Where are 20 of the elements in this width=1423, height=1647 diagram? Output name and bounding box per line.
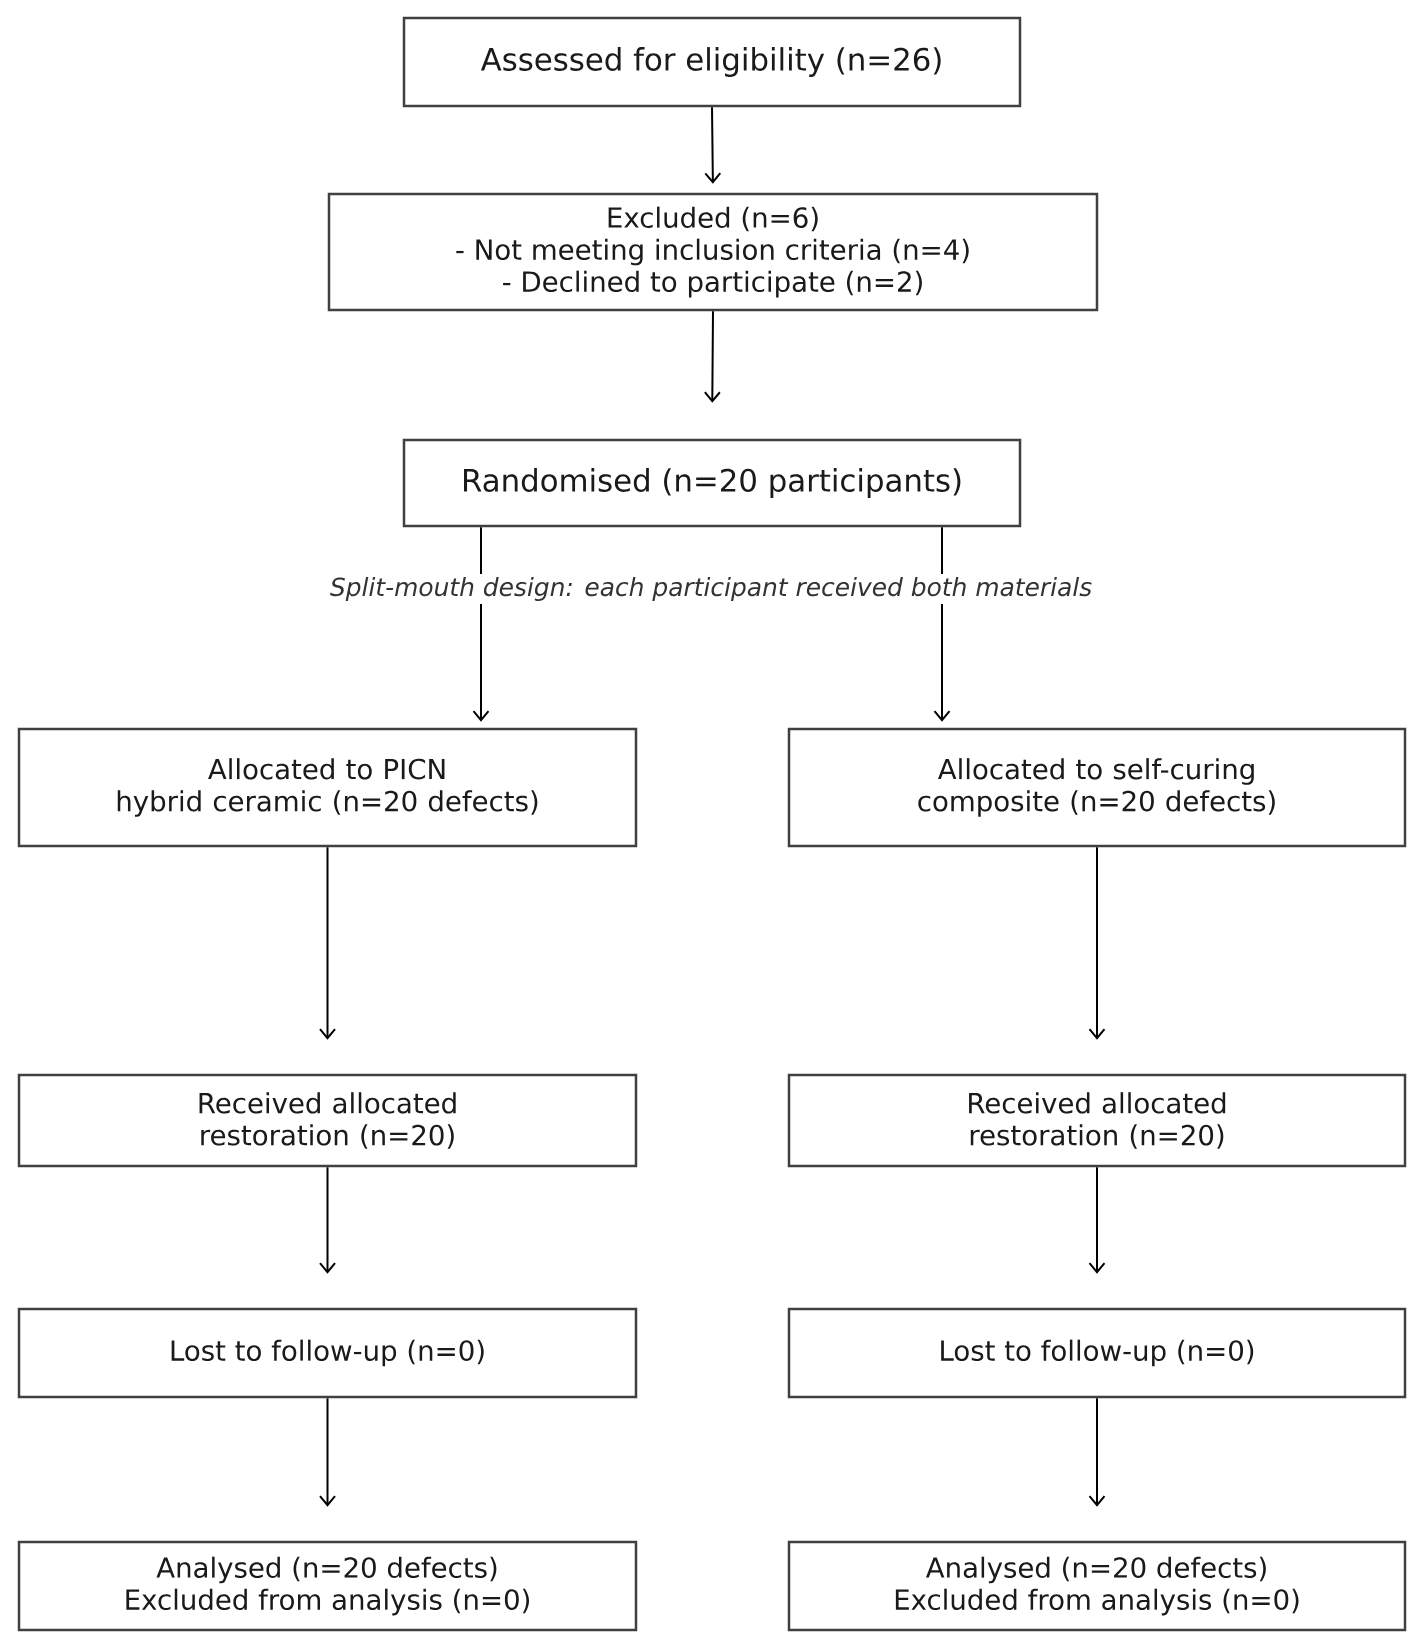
flow-box: Received allocated restoration (n=20) bbox=[787, 1073, 1407, 1168]
flow-box: Allocated to PICN hybrid ceramic (n=20 defects) bbox=[17, 727, 638, 848]
arrow bbox=[319, 1166, 336, 1274]
arrow bbox=[319, 1397, 336, 1507]
flow-box: Assessed for eligibility (n=26) bbox=[402, 16, 1022, 108]
arrow bbox=[1088, 1397, 1106, 1507]
arrow bbox=[1088, 1166, 1106, 1274]
flow-box: Allocated to self-curing composite (n=20 defects) bbox=[787, 727, 1407, 848]
arrow bbox=[704, 106, 722, 184]
arrow bbox=[703, 310, 721, 403]
flow-box: Lost to follow-up (n=0) bbox=[17, 1307, 638, 1399]
arrow bbox=[319, 846, 336, 1040]
flow-box: Randomised (n=20 participants) bbox=[402, 438, 1022, 528]
flow-box: Analysed (n=20 defects) Excluded from analysis (n=0) bbox=[787, 1540, 1407, 1632]
flow-box: Received allocated restoration (n=20) bbox=[17, 1073, 638, 1168]
arrow bbox=[1088, 846, 1106, 1040]
flow-box: Analysed (n=20 defects) Excluded from analysis (n=0) bbox=[17, 1540, 638, 1632]
flow-box: Lost to follow-up (n=0) bbox=[787, 1307, 1407, 1399]
flow-box: Excluded (n=6) - Not meeting inclusion criteria (n=4) - Declined to participate (n=2) bbox=[327, 192, 1099, 312]
note-text: Split-mouth design: each participant received both materials bbox=[326, 573, 1096, 605]
